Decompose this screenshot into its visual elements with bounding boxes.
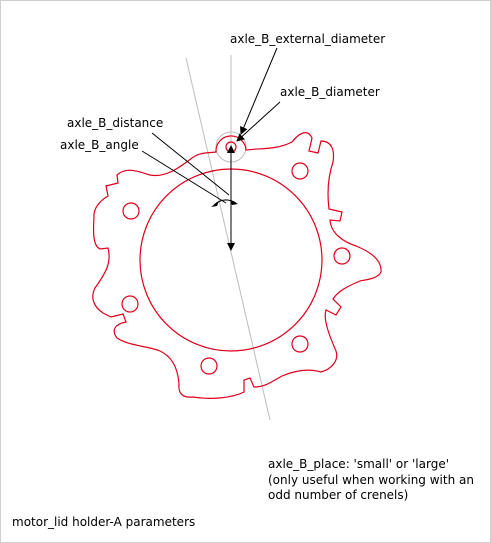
hole-circle (200, 357, 218, 375)
axle-place-note-line-2: (only useful when working with an (268, 473, 474, 487)
holder-outline (92, 132, 382, 399)
distance-label: axle_B_distance (67, 116, 163, 130)
hole-circle (333, 247, 351, 265)
angle-arc-arrowhead-left (211, 201, 219, 207)
diameter-leader (236, 101, 281, 142)
hole-circle (122, 202, 140, 220)
hole-circle (291, 162, 309, 180)
angle-label: axle_B_angle (60, 138, 139, 152)
angle-leader (141, 150, 227, 204)
distance-leader (151, 132, 230, 196)
diagram-caption: motor_lid holder-A parameters (12, 515, 195, 529)
external-diameter-leader (240, 47, 278, 135)
hole-circle (121, 295, 139, 313)
axle-place-note-line-3: odd number of crenels) (268, 488, 408, 502)
axle-place-note-line-1: axle_B_place: 'small' or 'large' (268, 457, 449, 471)
diameter-label: axle_B_diameter (280, 85, 380, 99)
axle-angle-reference-line (185, 57, 271, 421)
external-diameter-label: axle_B_external_diameter (230, 32, 385, 46)
hole-circle (291, 335, 309, 353)
angle-arc-arrowhead-right (230, 200, 238, 205)
